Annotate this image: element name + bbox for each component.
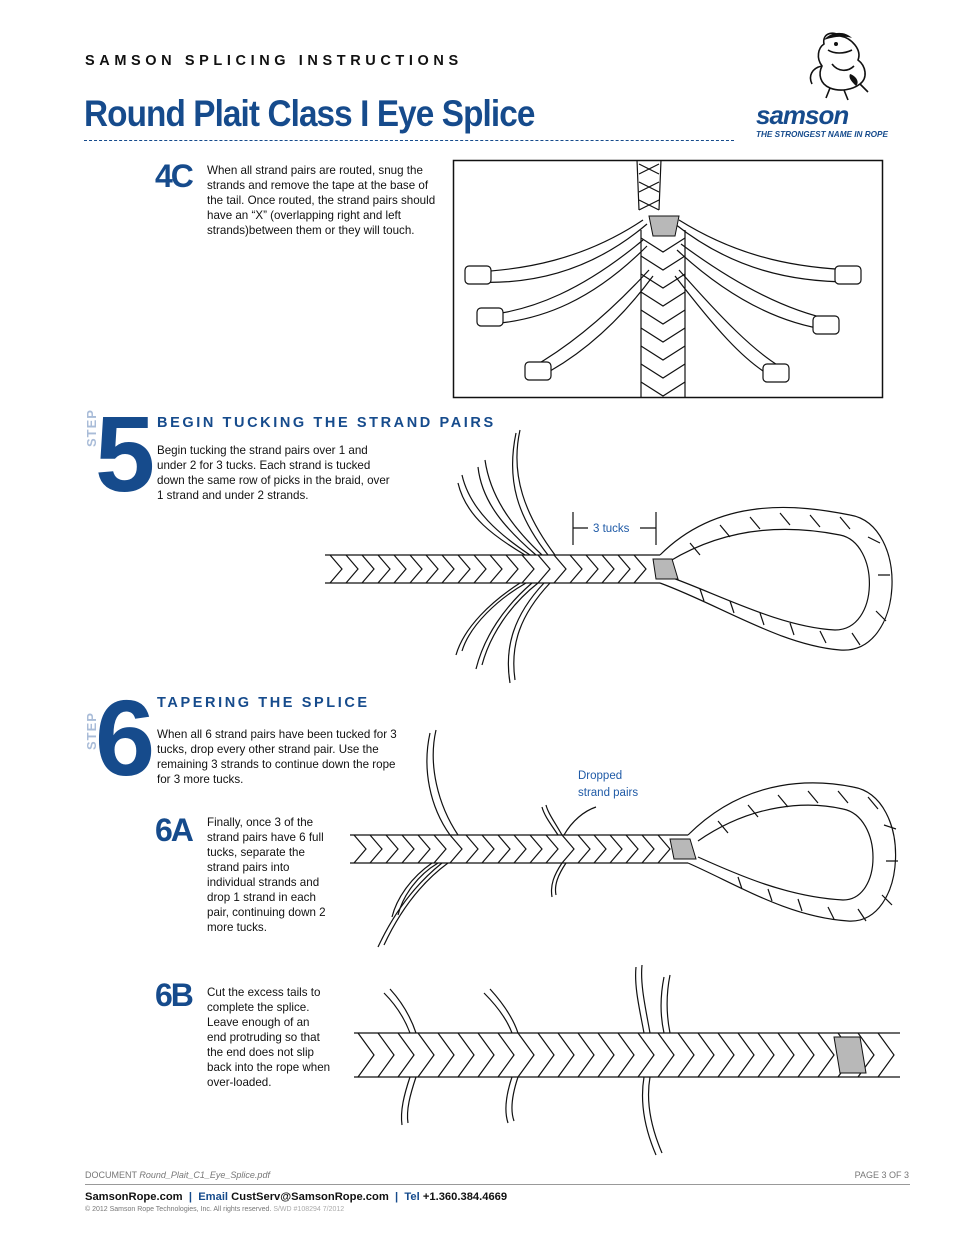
dropped-strand-pairs-callout-line1: Dropped <box>578 770 623 782</box>
title-divider <box>84 140 734 141</box>
dropped-strand-pairs-callout-line2: strand pairs <box>578 787 639 799</box>
step-6a-text: Finally, once 3 of the strand pairs have… <box>207 816 326 934</box>
footer-contact: SamsonRope.com | Email CustServ@SamsonRo… <box>85 1191 507 1203</box>
step-5-text: Begin tucking the strand pairs over 1 an… <box>157 444 390 502</box>
footer-document: DOCUMENT Round_Plait_C1_Eye_Splice.pdf <box>85 1170 270 1180</box>
footer-copyright: © 2012 Samson Rope Technologies, Inc. Al… <box>85 1206 344 1213</box>
step-6-heading: TAPERING THE SPLICE <box>157 695 370 711</box>
step-5-heading: BEGIN TUCKING THE STRAND PAIRS <box>157 415 496 431</box>
step-6-text: When all 6 strand pairs have been tucked… <box>157 728 397 786</box>
step-5-number: 5 <box>95 393 155 514</box>
illustration-4c <box>452 159 884 399</box>
logo-wordmark: samson <box>756 100 849 130</box>
footer-separator: | <box>188 1191 192 1203</box>
footer-divider <box>85 1184 910 1185</box>
footer-doc-name: Round_Plait_C1_Eye_Splice.pdf <box>139 1170 270 1180</box>
step-4c-label: 4C <box>155 158 194 194</box>
footer-tel: +1.360.384.4669 <box>422 1191 508 1203</box>
footer-page-number: PAGE 3 OF 3 <box>854 1170 909 1180</box>
samson-logo: samson THE STRONGEST NAME IN ROPE <box>752 28 902 140</box>
step-6b-label: 6B <box>155 977 194 1013</box>
footer-email-link[interactable]: CustServ@SamsonRope.com <box>231 1191 389 1203</box>
step-6-number: 6 <box>95 677 155 798</box>
logo-tagline: THE STRONGEST NAME IN ROPE <box>756 130 888 139</box>
step-6b-text: Cut the excess tails to complete the spl… <box>207 986 331 1089</box>
footer-doc-code: S/WD #108294 7/2012 <box>273 1206 345 1213</box>
samson-figure-icon <box>809 32 869 101</box>
page-title: Round Plait Class I Eye Splice <box>84 93 535 134</box>
footer-doc-prefix: DOCUMENT <box>85 1170 137 1180</box>
header-label: SAMSON SPLICING INSTRUCTIONS <box>85 53 463 69</box>
illustration-step-5 <box>325 429 893 684</box>
step-4c-text: When all strand pairs are routed, snug t… <box>207 164 436 237</box>
footer-email-label: Email <box>198 1191 229 1203</box>
footer-tel-label: Tel <box>404 1191 420 1203</box>
footer-website-link[interactable]: SamsonRope.com <box>85 1191 183 1203</box>
footer-copyright-text: © 2012 Samson Rope Technologies, Inc. Al… <box>85 1206 272 1213</box>
step-6a-label: 6A <box>155 812 194 848</box>
three-tucks-callout: 3 tucks <box>593 523 630 535</box>
illustration-6b <box>354 964 900 1156</box>
illustration-step-6 <box>350 729 898 948</box>
footer-separator: | <box>395 1191 399 1203</box>
